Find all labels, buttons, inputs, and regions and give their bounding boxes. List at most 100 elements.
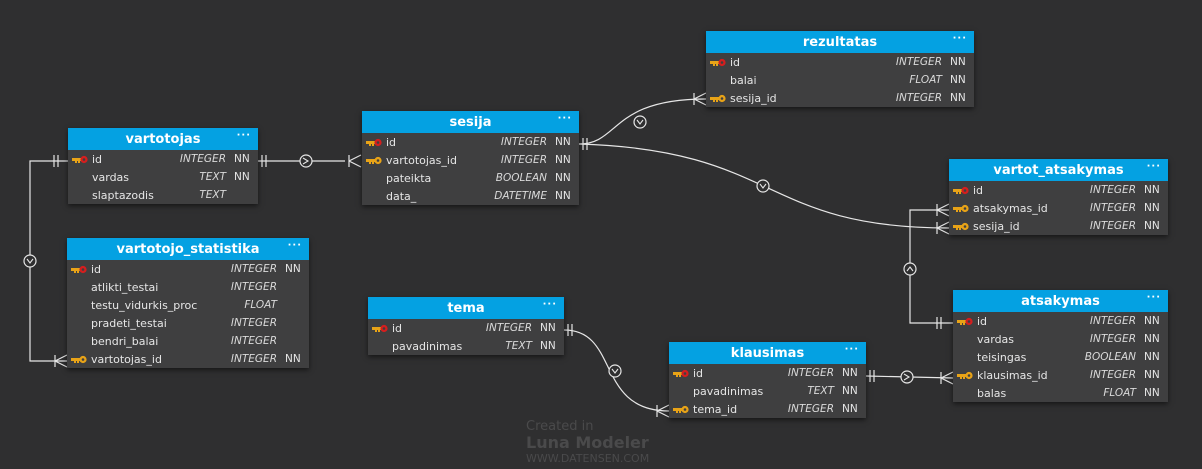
column-row[interactable]: id INTEGER NN [67,260,309,278]
column-type: INTEGER [230,263,277,275]
column-not-null: NN [555,136,571,148]
column-name: slaptazodis [92,188,154,202]
column-type: FLOAT [244,299,277,311]
column-type: TEXT [199,189,226,201]
column-name: id [91,262,102,276]
table-header[interactable]: sesija··· [362,111,579,133]
table-title: klausimas [730,345,805,361]
column-type: FLOAT [909,74,942,86]
column-row[interactable]: atlikti_testai INTEGER [67,278,309,296]
column-not-null: NN [285,353,301,365]
table-header[interactable]: tema··· [368,297,564,319]
key-placeholder [953,348,977,366]
column-name: tema_id [693,402,738,416]
primary-key-icon [669,364,693,382]
more-icon[interactable]: ··· [236,130,251,141]
table-title: rezultatas [802,34,878,50]
primary-key-icon [68,150,92,168]
column-type: INTEGER [1089,369,1136,381]
column-name: id [92,152,103,166]
column-not-null: NN [1144,387,1160,399]
primary-key-icon [67,260,91,278]
more-icon[interactable]: ··· [1146,161,1161,172]
column-name: balas [977,386,1007,400]
key-placeholder [67,332,91,350]
column-name: vartotojas_id [386,153,457,167]
more-icon[interactable]: ··· [952,33,967,44]
foreign-key-icon [362,151,386,169]
primary-key-icon [362,133,386,151]
column-type: INTEGER [230,335,277,347]
more-icon[interactable]: ··· [287,240,302,251]
table-header[interactable]: klausimas ··· [669,342,866,364]
more-icon[interactable]: ··· [844,344,859,355]
column-type: TEXT [505,340,532,352]
key-placeholder [67,278,91,296]
more-icon[interactable]: ··· [1146,292,1161,303]
table-header[interactable]: atsakymas··· [953,290,1168,312]
table-header[interactable]: vartot_atsakymas··· [949,159,1168,181]
more-icon[interactable]: ··· [557,113,572,124]
table-header[interactable]: rezultatas ··· [706,31,974,53]
column-name: pateikta [386,171,432,185]
column-name: atlikti_testai [91,280,159,294]
column-row[interactable]: id INTEGER NN [362,133,579,151]
table-header[interactable]: vartotojas··· [68,128,258,150]
column-name: id [386,135,397,149]
column-name: id [977,314,988,328]
column-type: INTEGER [500,136,547,148]
column-not-null: NN [1144,333,1160,345]
column-type: INTEGER [1089,184,1136,196]
column-row[interactable]: slaptazodis TEXT [68,186,258,204]
column-name: sesija_id [730,91,777,105]
table-header[interactable]: vartotojo_statistika··· [67,238,309,260]
more-icon[interactable]: ··· [542,299,557,310]
key-placeholder [362,169,386,187]
column-type: INTEGER [1089,202,1136,214]
column-not-null: NN [540,322,556,334]
column-type: INTEGER [485,322,532,334]
column-name: id [730,55,741,69]
column-type: INTEGER [230,281,277,293]
column-not-null: NN [285,263,301,275]
column-not-null: NN [842,403,858,415]
